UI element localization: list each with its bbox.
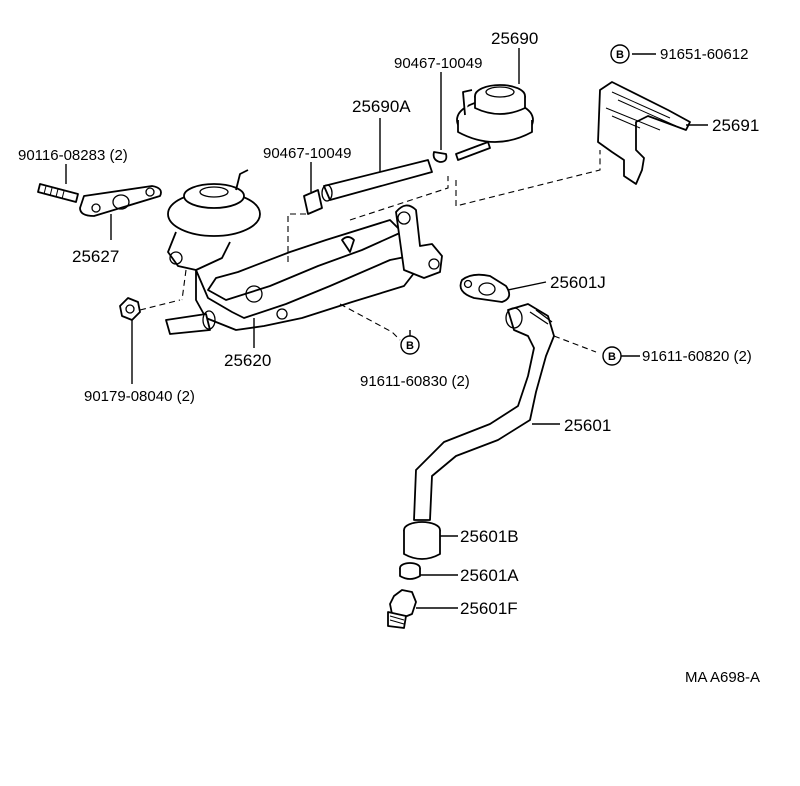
label-91611-60820: 91611-60820 (2)	[642, 348, 752, 365]
bracket-part	[597, 81, 691, 185]
label-90116-08283: 90116-08283 (2)	[18, 147, 128, 164]
hose-clip-mid-part	[303, 189, 323, 215]
pipe-sleeve-part	[403, 521, 441, 560]
label-25601A: 25601A	[460, 566, 519, 585]
label-90467-10049-upper: 90467-10049	[394, 55, 482, 72]
leader-lines	[65, 48, 708, 609]
label-25601F: 25601F	[460, 599, 518, 618]
pipe-gasket-part	[459, 273, 511, 303]
svg-text:B: B	[608, 351, 616, 363]
figure-code: MA A698-A	[685, 669, 760, 686]
svg-text:B: B	[616, 49, 624, 61]
vacuum-hose-part	[321, 159, 433, 202]
label-90179-08040: 90179-08040 (2)	[84, 388, 195, 405]
pipe-ring-part	[399, 562, 421, 580]
vacuum-modulator-part	[455, 84, 534, 161]
egr-valve-part	[167, 169, 261, 271]
stud-bolt-part	[37, 183, 79, 203]
union-nut-part	[387, 589, 417, 629]
egr-pipe-part	[413, 303, 555, 521]
gasket-part	[79, 185, 162, 217]
label-25690: 25690	[491, 29, 538, 48]
label-90467-10049-mid: 90467-10049	[263, 145, 351, 162]
label-25601B: 25601B	[460, 527, 519, 546]
bolt-badge-91611-820: B	[602, 346, 622, 366]
svg-text:B: B	[406, 340, 414, 352]
hose-clip-upper-part	[432, 151, 448, 163]
label-25627: 25627	[72, 247, 119, 266]
label-25620: 25620	[224, 351, 271, 370]
egr-pipe-assembly-part	[165, 204, 443, 335]
label-25690A: 25690A	[352, 97, 411, 116]
label-25601: 25601	[564, 416, 611, 435]
label-91651-60612: 91651-60612	[660, 46, 748, 63]
label-25691: 25691	[712, 116, 759, 135]
nut-part	[119, 297, 141, 321]
label-25601J: 25601J	[550, 273, 606, 292]
label-91611-60830: 91611-60830 (2)	[360, 373, 470, 390]
bolt-badge-91651: B	[610, 44, 630, 64]
assembly-guide-lines	[139, 150, 601, 353]
bolt-badge-91611-830: B	[400, 335, 420, 355]
